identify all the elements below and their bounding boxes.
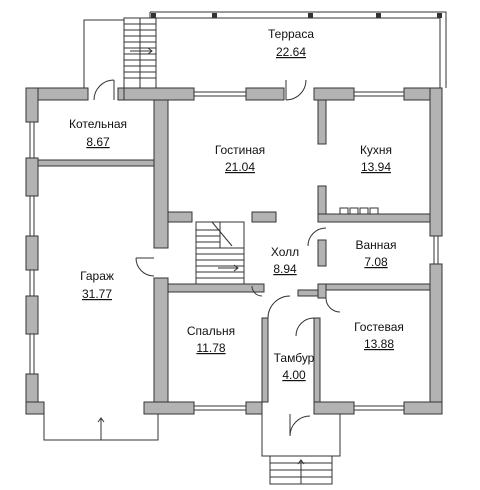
- hall-stairs: [195, 221, 245, 285]
- room-name-vestibule: Тамбур: [274, 351, 315, 365]
- door-swings: [93, 79, 341, 337]
- room-area-living: 21.04: [225, 160, 255, 174]
- exterior-walls: [25, 87, 443, 415]
- entrance-porch: [261, 414, 341, 485]
- room-area-terrace: 22.64: [276, 45, 306, 59]
- windows: [29, 91, 439, 411]
- room-area-kitchen: 13.94: [361, 160, 391, 174]
- room-name-boiler: Котельная: [69, 117, 127, 131]
- boiler-room-porch: [83, 19, 124, 88]
- room-area-guest: 13.88: [364, 337, 394, 351]
- room-name-bathroom: Ванная: [355, 238, 396, 252]
- interior-walls: [37, 87, 431, 403]
- room-name-guest: Гостевая: [354, 320, 404, 334]
- room-name-kitchen: Кухня: [360, 143, 392, 157]
- room-area-boiler: 8.67: [86, 135, 110, 149]
- room-name-garage: Гараж: [80, 269, 114, 283]
- room-name-living: Гостиная: [215, 143, 265, 157]
- terrace-posts: [151, 13, 442, 18]
- room-area-bedroom: 11.78: [196, 341, 225, 355]
- room-labels: Терраса 22.64 Котельная 8.67 Гостиная 21…: [69, 27, 404, 382]
- room-name-hall: Холл: [271, 245, 299, 259]
- garage-gate: [43, 414, 159, 441]
- room-name-bedroom: Спальня: [187, 324, 235, 338]
- terrace-stairs: [123, 17, 157, 89]
- room-area-vestibule: 4.00: [282, 368, 306, 382]
- kitchen-counter: [339, 207, 379, 215]
- room-name-terrace: Терраса: [268, 27, 314, 41]
- room-area-hall: 8.94: [273, 262, 297, 276]
- room-area-garage: 31.77: [82, 287, 112, 301]
- room-area-bathroom: 7.08: [364, 255, 388, 269]
